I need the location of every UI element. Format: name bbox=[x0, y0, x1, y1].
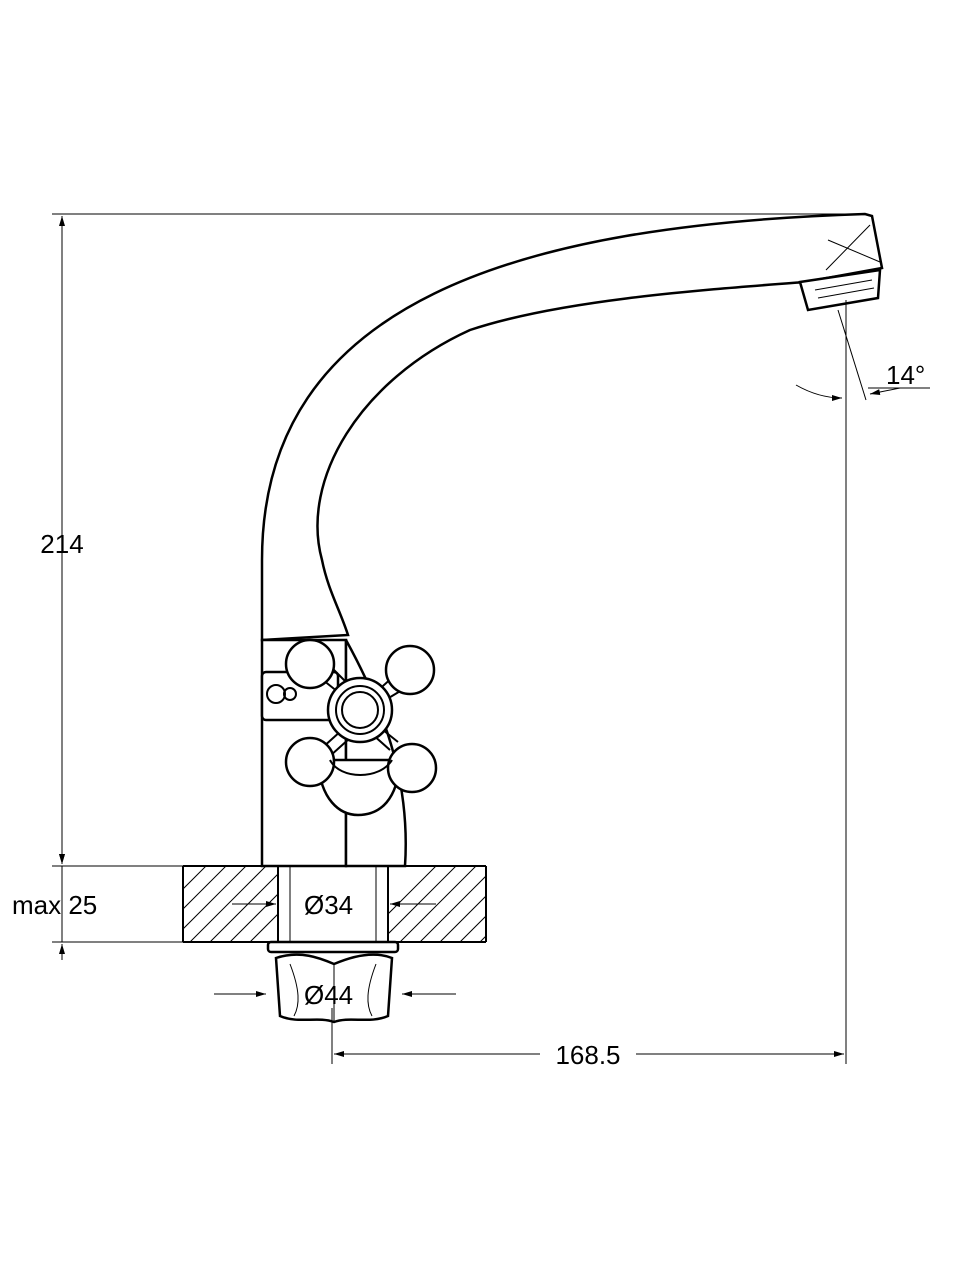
dimension-angle: 14° bbox=[795, 309, 930, 401]
reach-label: 168.5 bbox=[555, 1040, 620, 1070]
handle-ball-bottom-left bbox=[284, 736, 336, 788]
handle-ball-top-left bbox=[284, 638, 336, 690]
height-label: 214 bbox=[40, 529, 83, 559]
thickness-label: max 25 bbox=[12, 890, 97, 920]
countertop-hatch-right bbox=[388, 866, 486, 942]
dimension-hole: Ø34 bbox=[232, 890, 436, 920]
handle-hub bbox=[326, 676, 394, 744]
countertop-hatch-left bbox=[183, 866, 278, 942]
fixing-nut bbox=[266, 940, 400, 1024]
handle-ball-top-right bbox=[384, 644, 436, 696]
angle-label: 14° bbox=[886, 360, 925, 390]
aerator bbox=[798, 268, 882, 312]
handle-ball-bottom-right bbox=[386, 742, 438, 794]
dimension-thickness: max 25 bbox=[12, 845, 183, 960]
cross-handle bbox=[284, 638, 438, 817]
dimension-reach: 168.5 bbox=[331, 300, 847, 1070]
dimension-nut: Ø44 bbox=[214, 980, 456, 1010]
dimension-height: 214 bbox=[40, 213, 865, 867]
nut-diameter-label: Ø44 bbox=[304, 980, 353, 1010]
hole-diameter-label: Ø34 bbox=[304, 890, 353, 920]
spout bbox=[260, 212, 884, 642]
